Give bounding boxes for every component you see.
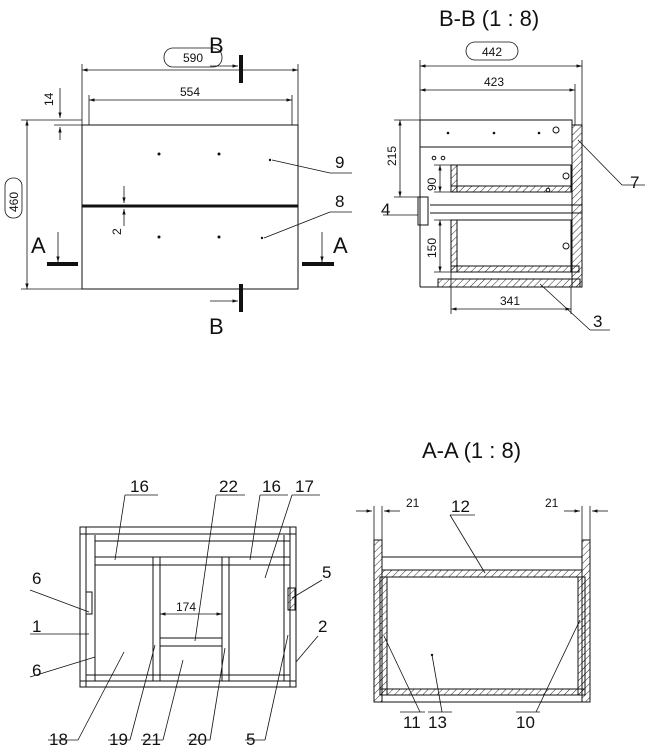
callout-4: 4 [381,200,390,219]
callout-3: 3 [593,312,602,331]
callout-6b: 6 [32,661,41,680]
dim-drawer-depth: 341 [500,294,520,308]
rear-view: 174 16 22 16 17 6 5 1 2 6 18 19 21 20 [29,477,331,749]
callout-7: 7 [630,173,639,192]
handle-dots [157,152,272,240]
callout-5b: 5 [246,730,255,749]
section-aa-title: A-A (1 : 8) [422,438,521,463]
callout-10: 10 [516,713,535,732]
callout-2: 2 [318,617,327,636]
dim-upper-height: 215 [385,146,399,166]
callout-20: 20 [188,730,207,749]
dim-inner-depth: 423 [484,75,504,89]
callout-16b: 16 [262,477,281,496]
aa-top-rail [381,569,583,578]
dim-frame-depth [465,41,519,61]
bb-lower-dot [562,242,570,250]
callout-18: 18 [49,730,68,749]
section-a-right-label: A [333,233,348,258]
rear-cross-bar [159,637,223,647]
dim-height: 460 [7,192,21,212]
front-view: 590 554 B B A A 460 14 2 [4,33,352,339]
bb-bottom-panel [437,278,581,288]
section-a-left-label: A [31,233,46,258]
callout-19: 19 [109,730,128,749]
callout-17: 17 [295,477,314,496]
section-aa-view: A-A (1 : 8) 21 21 12 11 13 [356,438,608,732]
dim-overall-width: 590 [183,51,203,65]
bb-top-dots [446,126,560,135]
rear-top-rail [94,556,291,566]
dim-gap: 2 [110,228,124,235]
aa-drawer-interior [386,576,579,690]
bb-lower-drawer [450,219,572,273]
callout-21: 21 [142,730,161,749]
callout-5a: 5 [322,563,331,582]
callout-8: 8 [335,192,344,211]
bb-top-panel [419,119,573,148]
section-b-top-label: B [209,33,224,58]
callout-13: 13 [428,713,447,732]
section-b-bottom-label: B [209,314,224,339]
callout-6a: 6 [32,569,41,588]
dim-drawer-height-upper: 90 [425,177,439,191]
dim-inner-width: 554 [180,85,200,99]
callout-11: 11 [403,713,421,732]
dim-frame-overall-width [163,47,223,68]
callout-12: 12 [451,497,470,516]
bb-upper-dots [431,155,570,193]
section-bb-view: B-B (1 : 8) [381,6,645,331]
callout-16a: 16 [130,477,149,496]
bb-handle [417,196,429,226]
callout-9: 9 [335,153,344,172]
dim-right-thickness: 21 [545,496,559,510]
bb-back-panel [571,124,583,288]
section-bb-title: B-B (1 : 8) [439,6,539,31]
dim-frame-height [4,177,23,219]
dim-inner-span: 174 [176,600,196,614]
rear-post-left [152,556,161,682]
dim-top-offset: 14 [42,92,56,106]
dim-overall-depth: 442 [482,45,502,59]
callout-22: 22 [219,477,238,496]
dim-left-thickness: 21 [406,496,420,510]
callout-1: 1 [32,617,41,636]
dim-drawer-height-lower: 150 [425,238,439,258]
